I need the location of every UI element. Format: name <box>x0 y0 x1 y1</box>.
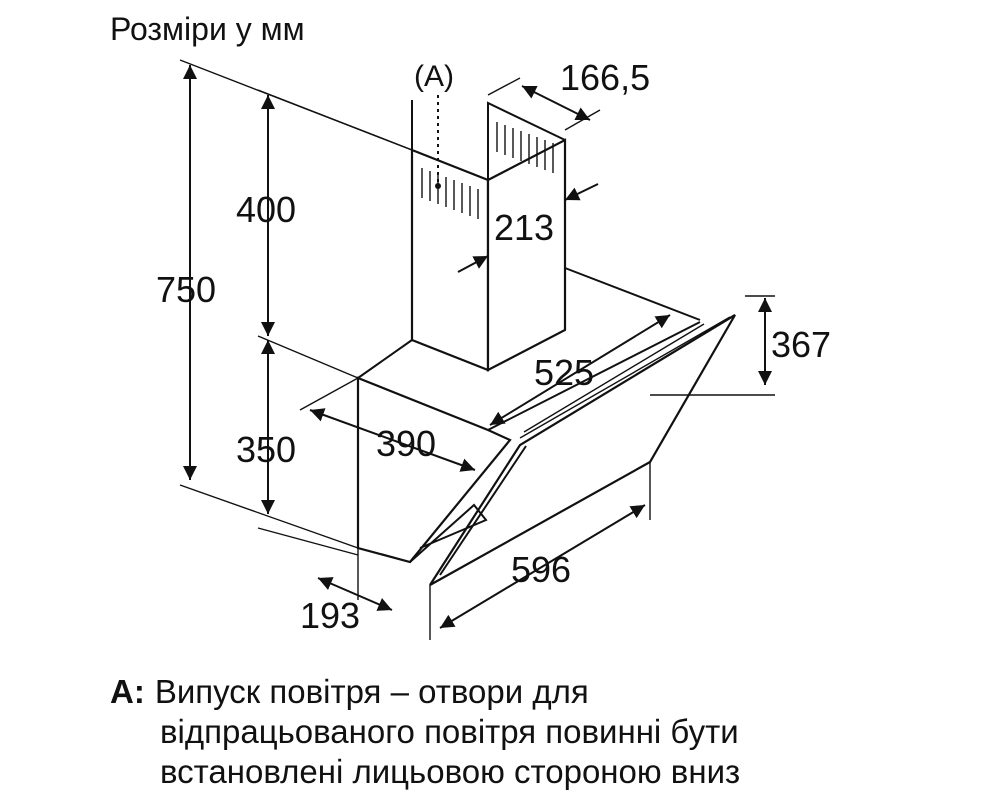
dim-596: 596 <box>511 549 571 590</box>
air-outlet-marker: (A) <box>414 60 454 189</box>
dimension-arrows <box>183 65 772 629</box>
dim-750: 750 <box>156 269 216 310</box>
extension-lines <box>179 59 775 600</box>
dim-193: 193 <box>300 595 360 636</box>
dim-213: 213 <box>494 207 554 248</box>
dim-400: 400 <box>236 189 296 230</box>
note-key: A: <box>110 673 145 710</box>
dim-390: 390 <box>376 423 436 464</box>
vent-slots-right <box>496 122 554 173</box>
dim-525: 525 <box>534 352 594 393</box>
note-line-2: відпрацьованого повітря повинні бути <box>160 713 739 750</box>
note-line-3: встановлені лицьовою стороною вниз <box>160 753 741 790</box>
dim-166-5: 166,5 <box>560 57 650 98</box>
chimney <box>410 100 567 372</box>
marker-label: (A) <box>414 60 454 93</box>
note-text-1: Випуск повітря – отвори для <box>154 673 589 710</box>
title: Розміри у мм <box>110 11 305 47</box>
hood-dimension-drawing: Розміри у мм <box>110 11 831 640</box>
air-outlet-note: A:Випуск повітря – отвори для відпрацьов… <box>110 672 990 792</box>
note-line-1: A:Випуск повітря – отвори для <box>110 672 990 712</box>
dim-350: 350 <box>236 429 296 470</box>
dim-367: 367 <box>771 324 831 365</box>
